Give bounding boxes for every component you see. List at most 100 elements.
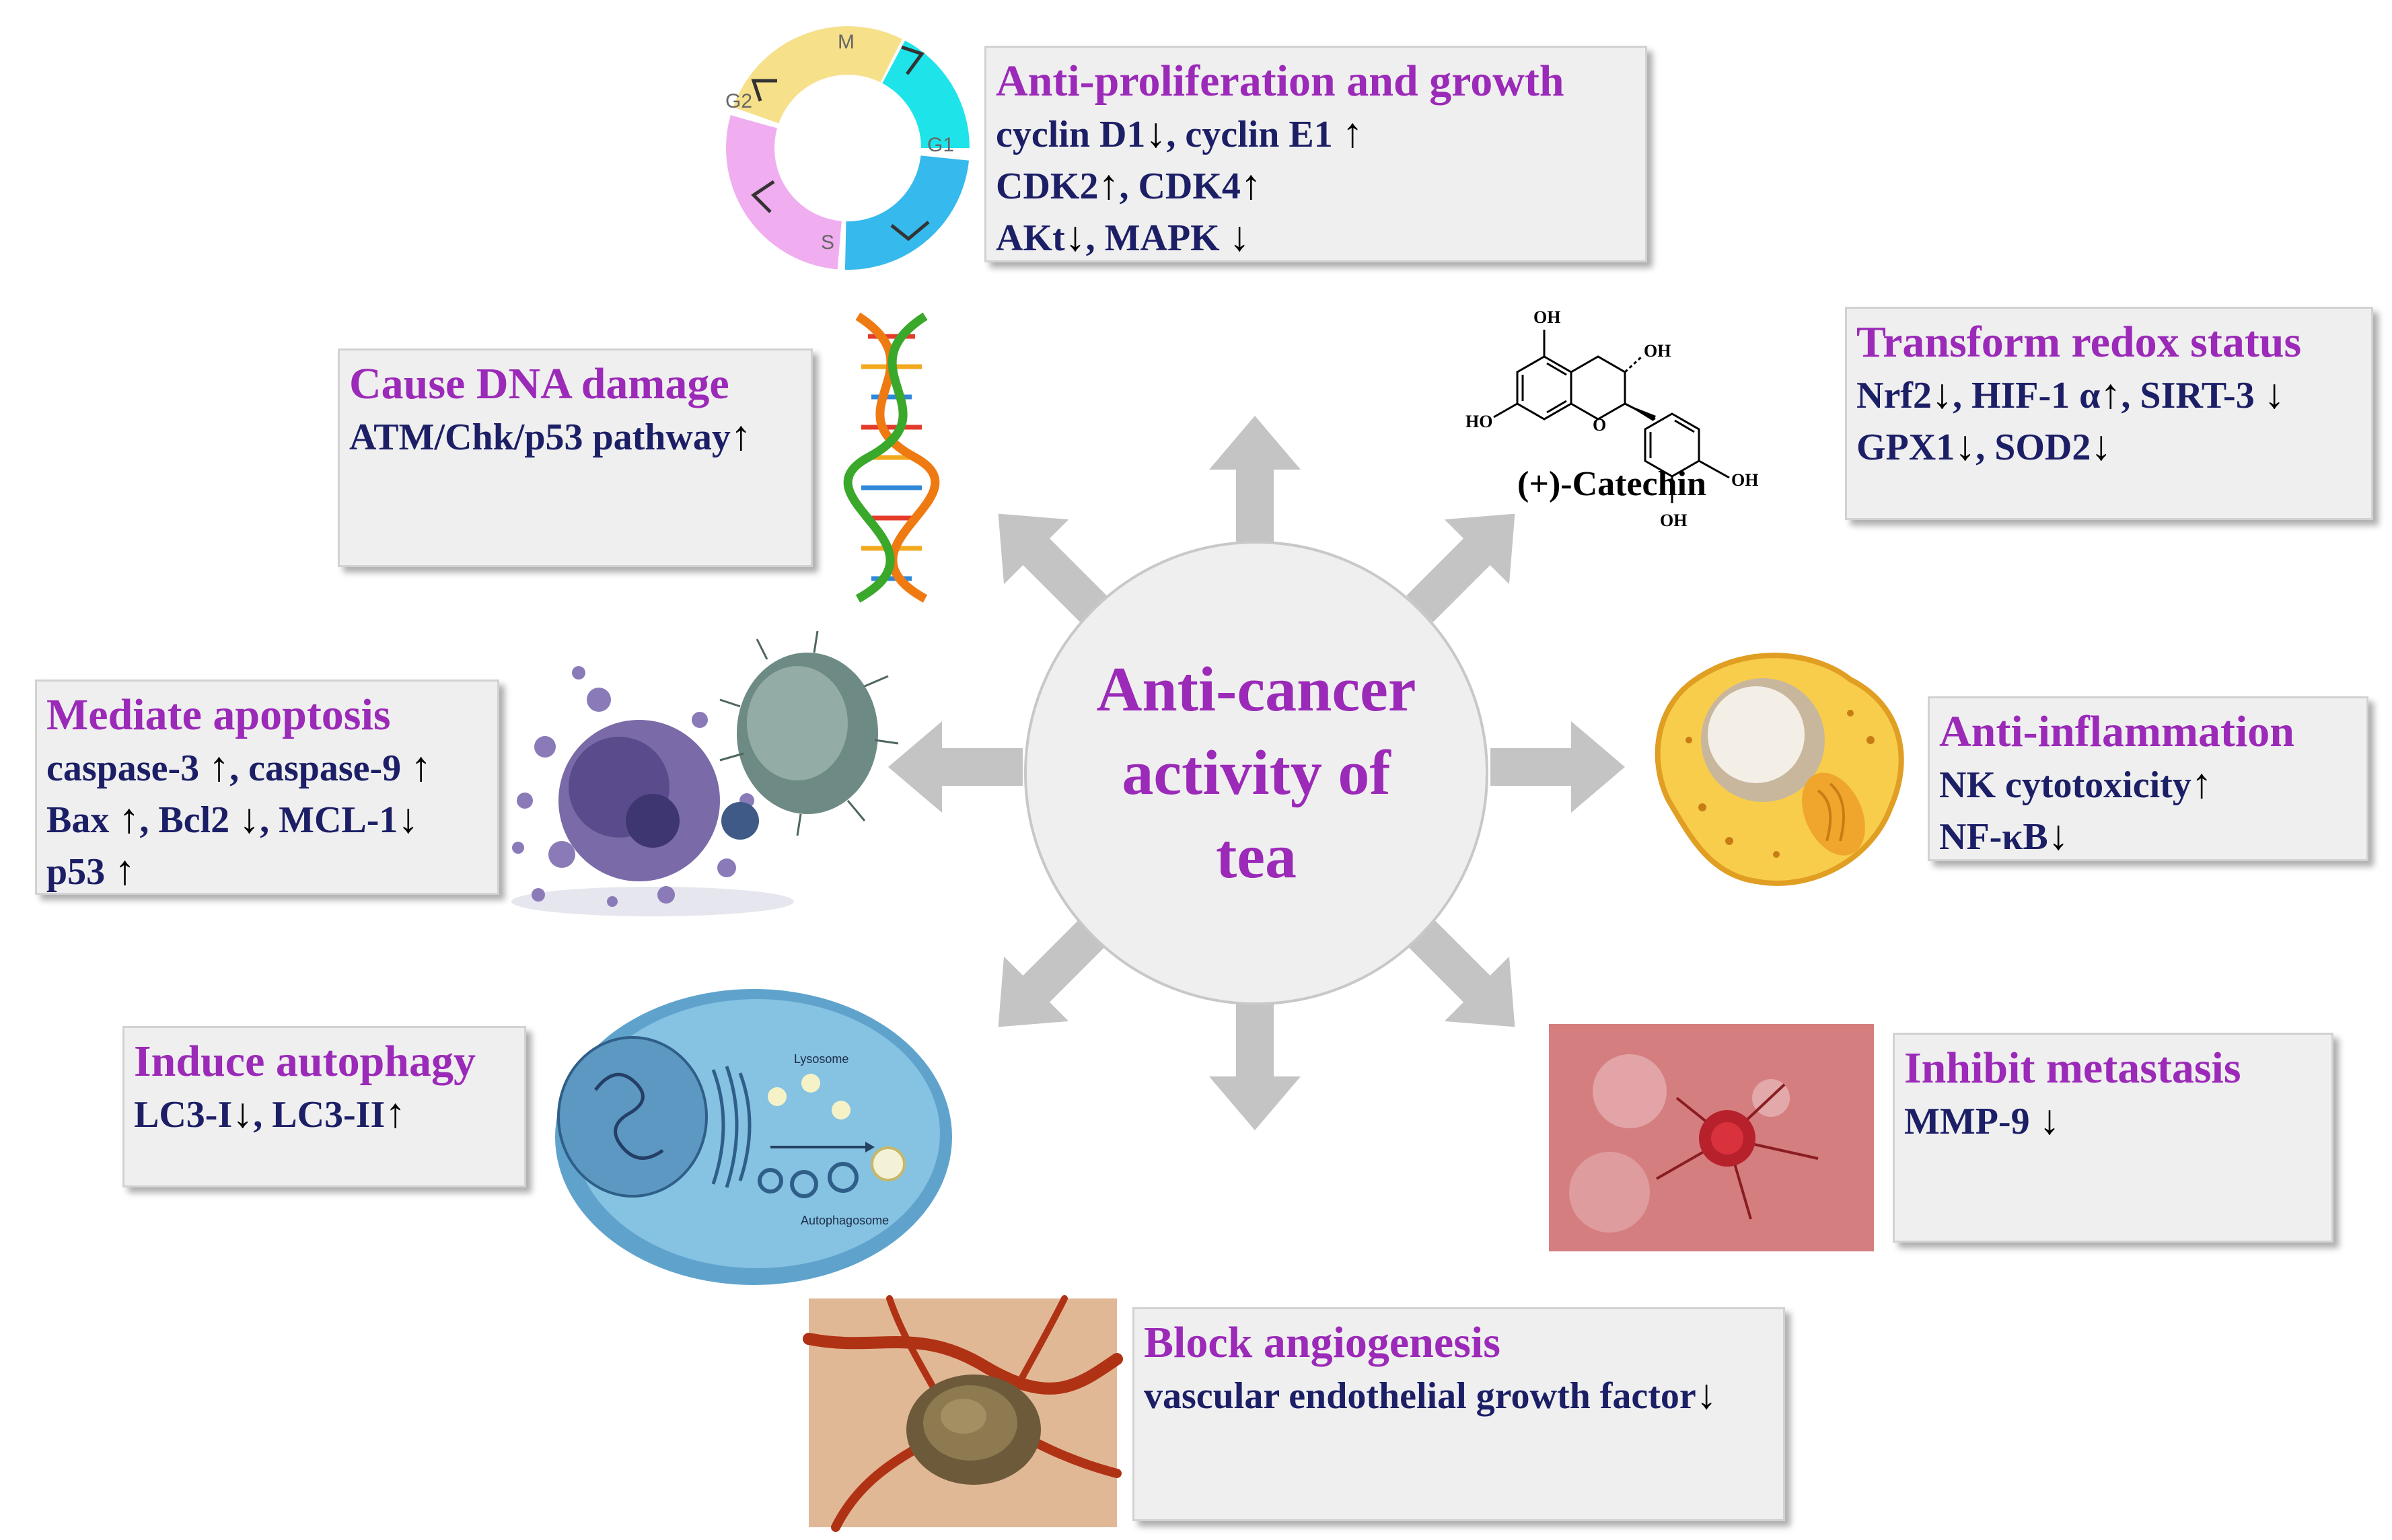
arrow-up <box>1209 416 1301 550</box>
down-arrow-icon: ↓ <box>2091 423 2112 469</box>
autophagy-title: Induce autophagy <box>134 1037 476 1086</box>
center-circle: Anti-cancer activity of tea <box>1024 541 1488 1005</box>
down-arrow-icon: ↓ <box>1064 214 1086 260</box>
marker-text: Nrf2 <box>1856 375 1932 416</box>
phase-label-m: M <box>838 31 855 53</box>
oh-bottom-label: OH <box>1660 511 1687 530</box>
up-arrow-icon: ↑ <box>118 796 140 842</box>
proliferation-line-2: CDK2↑, CDK4↑ <box>996 160 1636 212</box>
metastasis-line-1: MMP-9 ↓ <box>1904 1095 2322 1147</box>
up-arrow-icon: ↑ <box>2191 761 2212 807</box>
down-arrow-icon: ↓ <box>239 796 260 842</box>
marker-text: LC3-I <box>134 1094 233 1136</box>
autophagy-line-1: LC3-I↓, LC3-II↑ <box>134 1089 515 1140</box>
down-arrow-icon: ↓ <box>1229 214 1250 260</box>
marker-text: MMP-9 <box>1904 1101 2039 1142</box>
redox-line-1: Nrf2↓, HIF-1 α↑, SIRT-3 ↓ <box>1856 369 2362 421</box>
center-title-line-1: Anti-cancer <box>1096 655 1416 725</box>
marker-text: NF-κB <box>1939 816 2048 858</box>
marker-text: cyclin D1 <box>996 114 1146 155</box>
marker-text: , Bcl2 <box>139 799 240 841</box>
apoptosis-line-3: p53 ↑ <box>46 846 488 897</box>
marker-text: , HIF-1 α <box>1952 375 2101 416</box>
metastasis-image <box>1549 1024 1874 1251</box>
marker-text: , CDK4 <box>1119 166 1241 207</box>
down-arrow-icon: ↓ <box>232 1091 254 1136</box>
marker-text: AKt <box>996 217 1065 259</box>
oh-right-label: OH <box>1731 470 1758 490</box>
marker-text: , caspase-9 <box>229 747 411 789</box>
marker-text: , SIRT-3 <box>2121 375 2264 416</box>
up-arrow-icon: ↑ <box>1098 162 1120 208</box>
down-arrow-icon: ↓ <box>1931 371 1953 417</box>
proliferation-line-1: cyclin D1↓, cyclin E1 ↑ <box>996 108 1636 160</box>
center-title-line-2: activity of <box>1122 738 1391 808</box>
ring-oxygen-label: O <box>1593 415 1606 435</box>
marker-text: CDK2 <box>996 166 1099 207</box>
angiogenesis-title: Block angiogenesis <box>1144 1318 1500 1367</box>
up-arrow-icon: ↑ <box>1342 110 1363 156</box>
marker-text: GPX1 <box>1856 427 1955 468</box>
apoptosis-line-1: caspase-3 ↑, caspase-9 ↑ <box>46 742 488 794</box>
up-arrow-icon: ↑ <box>1240 162 1262 208</box>
inflammation-cell-image <box>1655 653 1904 886</box>
catechin-name: (+)-Catechin <box>1517 465 1706 503</box>
lysosome-label: Lysosome <box>794 1052 848 1066</box>
marker-text: NK cytotoxicity <box>1939 764 2191 806</box>
marker-text: caspase-3 <box>46 747 209 789</box>
angiogenesis-image <box>803 1295 1123 1532</box>
down-arrow-icon: ↓ <box>2263 371 2285 417</box>
marker-text: , cyclin E1 <box>1166 114 1342 155</box>
apoptosis-cells-image <box>511 630 899 916</box>
redox-title: Transform redox status <box>1856 318 2302 367</box>
down-arrow-icon: ↓ <box>2047 813 2069 858</box>
center-title-line-3: tea <box>1215 821 1297 891</box>
up-arrow-icon: ↑ <box>114 848 136 893</box>
apoptosis-line-2: Bax ↑, Bcl2 ↓, MCL-1↓ <box>46 794 488 846</box>
ho-left-label: HO <box>1465 412 1492 431</box>
marker-text: , MCL-1 <box>260 799 398 841</box>
up-arrow-icon: ↑ <box>385 1091 406 1136</box>
oh-ring-label: OH <box>1644 341 1671 361</box>
marker-text: p53 <box>46 851 115 893</box>
dna-title: Cause DNA damage <box>349 359 729 408</box>
down-arrow-icon: ↓ <box>1696 1372 1717 1418</box>
phase-label-s: S <box>821 231 834 254</box>
phase-label-g1: G1 <box>927 134 954 156</box>
inflammation-line-2: NF-κB↓ <box>1939 811 2357 863</box>
angiogenesis-line-1: vascular endothelial growth factor↓ <box>1144 1370 1774 1422</box>
phase-label-g2: G2 <box>725 90 752 112</box>
dna-helix-image <box>843 312 940 603</box>
cell-cycle-ring: M G1 S G2 <box>725 26 970 270</box>
dna-line-1: ATM/Chk/p53 pathway↑ <box>349 411 801 463</box>
marker-text: vascular endothelial growth factor <box>1144 1375 1696 1417</box>
down-arrow-icon: ↓ <box>2039 1097 2060 1143</box>
arrow-down <box>1209 996 1301 1130</box>
marker-text: , SOD2 <box>1976 427 2091 468</box>
down-arrow-icon: ↓ <box>398 796 419 842</box>
marker-text: , LC3-II <box>253 1094 386 1136</box>
down-arrow-icon: ↓ <box>1145 110 1167 156</box>
up-arrow-icon: ↑ <box>2100 371 2122 417</box>
proliferation-line-3: AKt↓, MAPK ↓ <box>996 212 1636 264</box>
autophagy-cell-image: Lysosome Autophagosome <box>555 989 952 1285</box>
apoptosis-title: Mediate apoptosis <box>46 690 391 739</box>
redox-line-2: GPX1↓, SOD2↓ <box>1856 421 2362 473</box>
catechin-structure: OH OH HO O OH OH (+)-Catechin <box>1465 307 1758 530</box>
marker-text: , MAPK <box>1085 217 1229 259</box>
inflammation-line-1: NK cytotoxicity↑ <box>1939 759 2357 811</box>
down-arrow-icon: ↓ <box>1955 423 1976 469</box>
autophagosome-label: Autophagosome <box>801 1214 889 1227</box>
oh-top-label: OH <box>1533 307 1560 327</box>
marker-text: Bax <box>46 799 119 841</box>
arrow-right <box>1490 721 1625 813</box>
